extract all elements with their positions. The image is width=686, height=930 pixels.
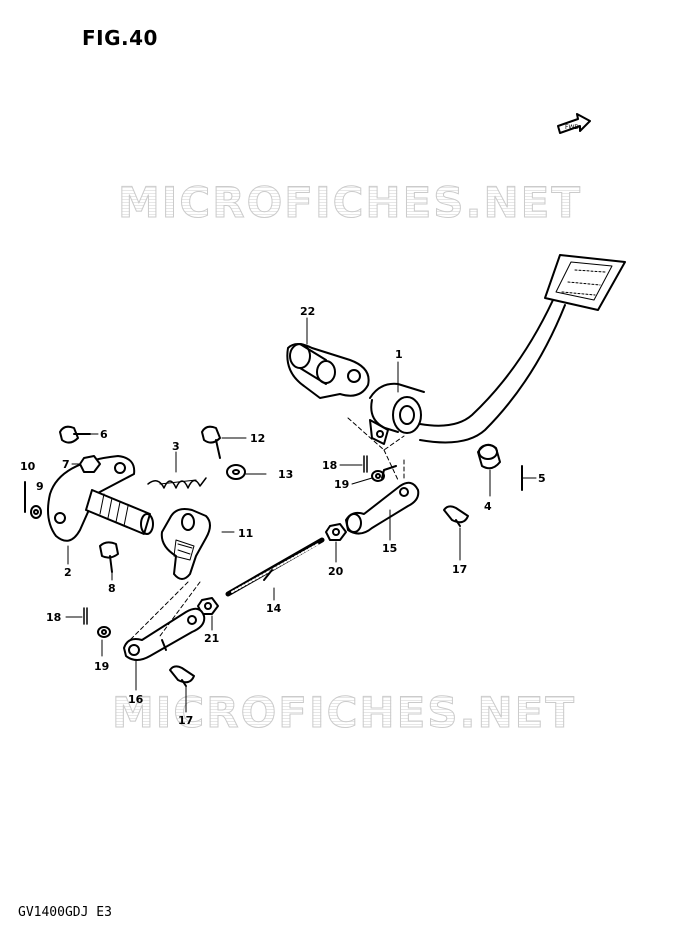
callout-18-left: 18 [46, 611, 61, 624]
cotter-pin-part-18-left [83, 607, 88, 625]
bolt-part-8 [99, 541, 119, 573]
washer-part-19-right [371, 470, 385, 482]
callout-22: 22 [300, 305, 315, 318]
watermark-top: MICROFICHES.NET [118, 178, 582, 228]
clevis-pin-part-17-left [169, 665, 195, 687]
washer-part-9 [30, 505, 42, 519]
watermark-bottom: MICROFICHES.NET [112, 688, 576, 738]
clevis-pin-part-17-right [443, 505, 469, 527]
bolt-part-12 [201, 425, 221, 459]
nut-part-20 [325, 523, 347, 541]
callout-6: 6 [100, 428, 108, 441]
lever-part-15 [345, 465, 420, 535]
callout-18-right: 18 [322, 459, 337, 472]
washer-part-13 [226, 464, 246, 480]
threaded-rod-part-14 [225, 537, 325, 597]
model-code: GV1400GDJ E3 [18, 905, 112, 920]
callout-4: 4 [484, 500, 492, 513]
callout-3: 3 [172, 440, 180, 453]
callout-labels: 22 1 3 6 12 7 13 10 9 11 2 8 18 19 4 5 1… [20, 305, 546, 727]
lever-part-16 [123, 607, 206, 661]
arm-part-11 [160, 508, 211, 580]
washer-part-7 [79, 455, 101, 473]
callout-17-left: 17 [178, 714, 193, 727]
callout-8: 8 [108, 582, 116, 595]
svg-text:FWD: FWD [565, 124, 579, 131]
figure-title: FIG.40 [82, 26, 158, 50]
callout-13: 13 [278, 468, 293, 481]
callout-5: 5 [538, 472, 546, 485]
callout-19-left: 19 [94, 660, 109, 673]
callout-11: 11 [238, 527, 253, 540]
shaft-arm-part-2 [47, 455, 154, 542]
fwd-arrow-icon: FWD [557, 113, 591, 134]
callout-10: 10 [20, 460, 36, 473]
assembly-guide-lines [129, 417, 405, 641]
callout-17-right: 17 [452, 563, 467, 576]
spring-part-3 [147, 477, 207, 489]
callout-19-right: 19 [334, 478, 349, 491]
pedal-bracket-part [286, 343, 370, 399]
nut-part-21 [197, 597, 219, 615]
bushing-part [477, 443, 501, 470]
callout-21: 21 [204, 632, 219, 645]
callout-20: 20 [328, 565, 344, 578]
callout-12: 12 [250, 432, 265, 445]
callout-7: 7 [62, 458, 70, 471]
brake-pedal-part [369, 254, 626, 445]
callout-16: 16 [128, 693, 144, 706]
leader-lines [65, 317, 537, 713]
cotter-pin-part-18-right [363, 455, 368, 473]
callout-14: 14 [266, 602, 282, 615]
callout-15: 15 [382, 542, 397, 555]
bolt-part-6 [59, 425, 91, 444]
callout-2: 2 [64, 566, 72, 579]
washer-part-19-left [97, 626, 111, 638]
callout-1: 1 [395, 348, 403, 361]
callout-9: 9 [36, 480, 44, 493]
